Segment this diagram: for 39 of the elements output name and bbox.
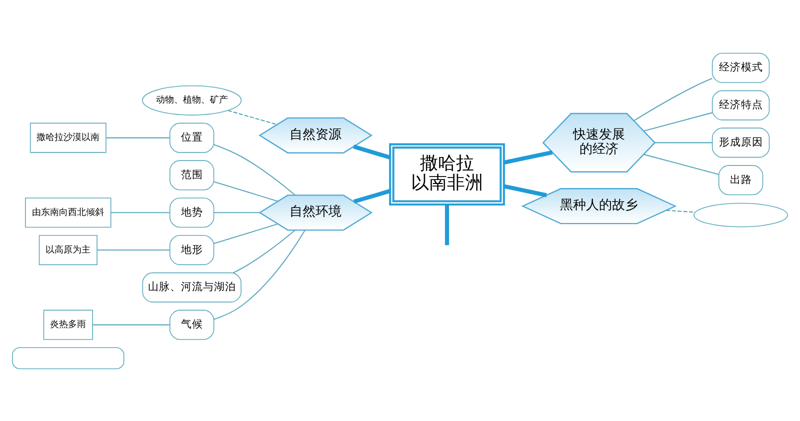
node-box: 地形 — [169, 234, 214, 265]
node-box: 经济模式 — [712, 52, 770, 82]
node-box: 以高原为主 — [38, 234, 98, 265]
connector — [444, 204, 450, 245]
connector — [353, 188, 390, 204]
node-box: 位置 — [169, 122, 214, 152]
connector — [106, 136, 170, 138]
node-box: 由东南向西北倾斜 — [25, 197, 112, 228]
connector — [504, 150, 553, 164]
connector — [644, 153, 719, 174]
connector — [214, 144, 296, 196]
connector — [110, 212, 170, 213]
connector — [97, 249, 170, 250]
node-box: 撒哈拉以南非洲 — [389, 142, 505, 206]
connector — [92, 324, 170, 325]
connector — [214, 222, 278, 244]
node-box: 形成原因 — [712, 127, 770, 158]
connector — [634, 77, 712, 121]
connector — [214, 229, 306, 320]
connector — [214, 212, 260, 213]
node-ellipse: 动物、植物、矿产 — [142, 84, 242, 115]
connector — [228, 110, 278, 125]
connector — [666, 209, 696, 212]
node-box: 炎热多雨 — [43, 309, 93, 340]
connector — [353, 144, 390, 159]
node-ellipse — [694, 202, 788, 227]
node-box: 气候 — [169, 309, 214, 340]
node-box: 撒哈拉沙漠以南 — [30, 122, 106, 152]
node-box — [12, 346, 124, 369]
node-box: 范围 — [169, 160, 214, 190]
connector — [644, 112, 712, 131]
connector — [233, 229, 296, 273]
connector — [504, 184, 547, 197]
connector — [654, 142, 712, 143]
node-box: 出路 — [718, 164, 764, 195]
node-box: 经济特点 — [712, 90, 770, 120]
node-box: 山脉、河流与湖泊 — [142, 272, 242, 302]
connector — [214, 180, 278, 202]
node-box: 地势 — [169, 197, 214, 228]
